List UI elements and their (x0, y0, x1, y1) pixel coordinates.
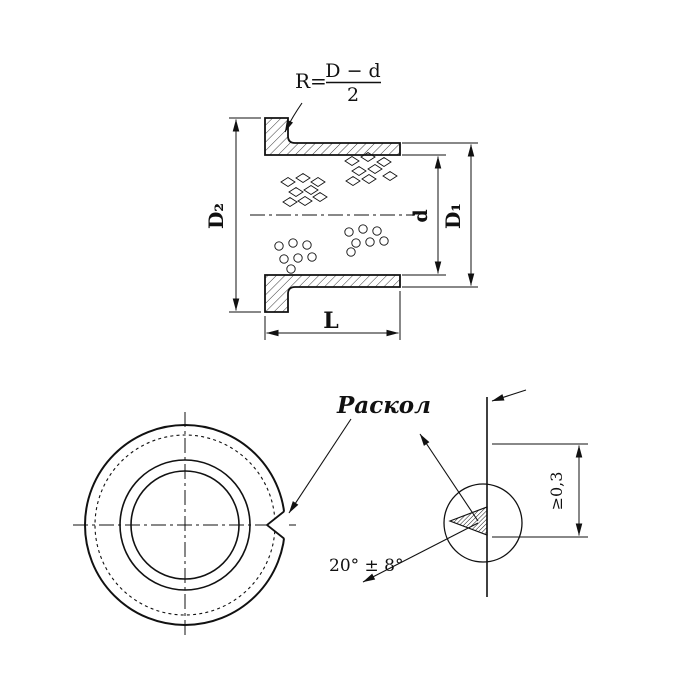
dimension-D2: D₂ (204, 117, 261, 313)
dim-label-L: L (323, 308, 338, 334)
front-view: Раскол (73, 392, 431, 638)
dim-label-d: d (410, 209, 432, 222)
upper-cut-wall (264, 117, 401, 156)
pore-cluster-left (274, 238, 317, 274)
gap-dimension: ≥0,3 (492, 443, 588, 538)
split-callout-label: Раскол (336, 392, 431, 419)
dimension-d: d (402, 154, 446, 276)
porosity-texture (274, 151, 398, 274)
angle-label: 20° ± 8° (329, 556, 404, 576)
split-face-line-lower (362, 522, 479, 583)
surface-leader-arrow (491, 389, 527, 402)
dimension-D1: D₁ (402, 142, 478, 288)
radius-formula-lhs: R= (295, 69, 327, 93)
diamond-cluster-right (344, 151, 398, 187)
detail-circle (443, 483, 523, 563)
radius-formula-numerator: D − d (325, 60, 380, 82)
bushing-section (250, 117, 415, 313)
radius-formula-denominator: 2 (347, 84, 359, 106)
gap-label: ≥0,3 (547, 472, 566, 511)
split-notch (265, 510, 285, 540)
radius-formula: R= D − d 2 (284, 60, 381, 133)
radius-leader-line (284, 102, 303, 133)
diamond-cluster-left (280, 172, 328, 208)
dim-label-D2: D₂ (204, 203, 228, 229)
split-detail-view: 20° ± 8° ≥0,3 (329, 389, 588, 597)
split-leader-line (288, 418, 352, 514)
pore-cluster-right (344, 224, 389, 257)
split-notch-mask (266, 508, 289, 542)
dimension-L: L (264, 291, 401, 340)
dim-label-D1: D₁ (441, 203, 465, 229)
split-face-line-upper (419, 433, 479, 522)
lower-cut-wall (264, 274, 401, 313)
